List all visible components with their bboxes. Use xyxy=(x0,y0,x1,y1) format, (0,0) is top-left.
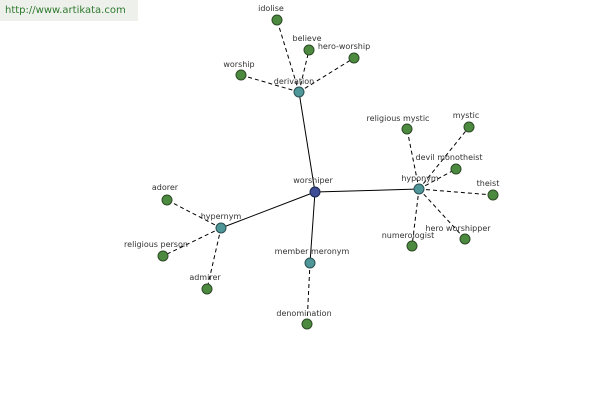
node-devil-monotheist[interactable] xyxy=(450,163,462,175)
label-hero-worship: hero-worship xyxy=(318,42,370,51)
edge-derivation-hero-worship xyxy=(298,57,355,93)
node-denomination[interactable] xyxy=(301,318,313,330)
source-url-link[interactable]: http://www.artikata.com xyxy=(0,0,138,21)
node-admirer[interactable] xyxy=(201,283,213,295)
label-religious-mystic: religious mystic xyxy=(367,114,430,123)
node-hero-worshipper[interactable] xyxy=(459,233,471,245)
label-member-meronym: member meronym xyxy=(275,247,350,256)
edge-hypernym-religious-person xyxy=(162,227,222,257)
node-hypernym[interactable] xyxy=(215,222,227,234)
edge-hyponym-devil-monotheist xyxy=(418,168,457,190)
edge-root-member-meronym xyxy=(309,191,316,264)
label-devil-monotheist: devil monotheist xyxy=(415,153,482,162)
node-mystic[interactable] xyxy=(463,121,475,133)
edge-root-hypernym xyxy=(220,191,316,229)
edge-hypernym-adorer xyxy=(166,199,222,229)
node-adorer[interactable] xyxy=(161,194,173,206)
node-idolise[interactable] xyxy=(271,14,283,26)
label-hyponym: hyponym xyxy=(401,174,439,183)
edge-hyponym-mystic xyxy=(418,126,470,190)
label-idolise: idolise xyxy=(258,4,284,13)
edge-root-hyponym xyxy=(314,188,420,193)
node-hero-worship[interactable] xyxy=(348,52,360,64)
label-denomination: denomination xyxy=(276,309,331,318)
edge-hyponym-religious-mystic xyxy=(406,128,420,190)
edge-root-derivation xyxy=(298,91,316,193)
label-hero-worshipper: hero worshipper xyxy=(425,224,491,233)
edge-derivation-believe xyxy=(298,49,310,93)
node-numerologist[interactable] xyxy=(406,240,418,252)
label-mystic: mystic xyxy=(453,111,479,120)
label-numerologist: numerologist xyxy=(382,231,435,240)
label-admirer: admirer xyxy=(189,273,221,282)
node-member-meronym[interactable] xyxy=(304,257,316,269)
node-worshiper[interactable] xyxy=(309,186,321,198)
node-worship[interactable] xyxy=(235,69,247,81)
node-religious-person[interactable] xyxy=(157,250,169,262)
node-religious-mystic[interactable] xyxy=(401,123,413,135)
edge-hyponym-theist xyxy=(418,188,494,196)
node-theist[interactable] xyxy=(487,189,499,201)
edge-hyponym-numerologist xyxy=(411,188,420,247)
edge-hypernym-admirer xyxy=(206,227,222,290)
edge-derivation-idolise xyxy=(276,19,300,93)
label-adorer: adorer xyxy=(152,183,179,192)
edge-member-meronym-denomination xyxy=(306,262,311,325)
edge-hyponym-hero-worshipper xyxy=(418,188,466,240)
label-believe: believe xyxy=(292,34,321,43)
label-worship: worship xyxy=(223,60,254,69)
label-derivation: derivation xyxy=(274,77,314,86)
node-derivation[interactable] xyxy=(293,86,305,98)
node-hyponym[interactable] xyxy=(413,183,425,195)
node-believe[interactable] xyxy=(303,44,315,56)
label-religious-person: religious person xyxy=(124,240,188,249)
label-theist: theist xyxy=(477,179,500,188)
label-worshiper: worshiper xyxy=(293,176,333,185)
label-hypernym: hypernym xyxy=(201,212,242,221)
edge-derivation-worship xyxy=(240,74,300,93)
